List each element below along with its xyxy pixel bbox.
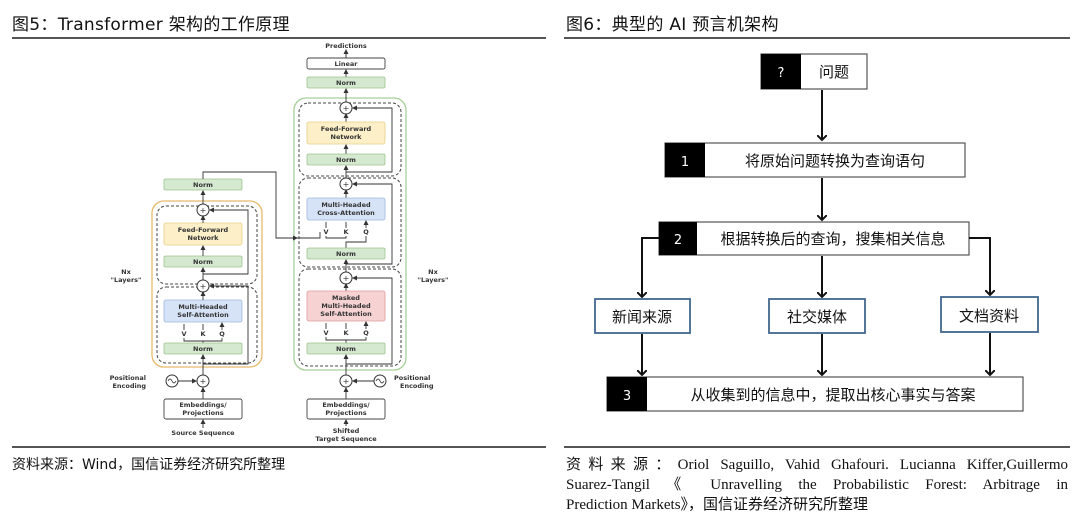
- masked-label-3: Self-Attention: [320, 310, 372, 318]
- decoder-embeddings-label-2: Projections: [325, 409, 366, 417]
- step3-box: 3 从收集到的信息中，提取出核心事实与答案: [606, 376, 1024, 412]
- source-docs-label: 文档资料: [959, 307, 1019, 325]
- transformer-diagram: Norm + Feed-Forward Network Norm + Multi…: [110, 42, 449, 443]
- step2-number: 2: [674, 233, 682, 248]
- source-sequence-label: Source Sequence: [171, 429, 235, 437]
- source-news-label: 新闻来源: [612, 308, 672, 326]
- cross-attn-label-1: Multi-Headed: [321, 201, 371, 209]
- question-label: 问题: [819, 63, 849, 81]
- decoder-embeddings-label-1: Embeddings/: [322, 401, 370, 409]
- cross-k-label: K: [343, 228, 349, 236]
- decoder-self-sublayer: [298, 268, 402, 367]
- cross-v-label: V: [323, 228, 328, 236]
- predictions-label: Predictions: [325, 42, 367, 50]
- decoder-stack-box: [293, 97, 407, 371]
- encoder-embeddings-label-2: Projections: [182, 409, 223, 417]
- figure5-top-rule: [12, 37, 546, 39]
- decoder-ffn-label-2: Network: [331, 133, 363, 141]
- masked-q-label: Q: [363, 329, 369, 337]
- encoder-embeddings-label-1: Embeddings/: [179, 401, 227, 409]
- decoder-ffn-norm-label: Norm: [336, 156, 356, 164]
- figure6-source: 资料来源：Oriol Saguillo, Vahid Ghafouri. Luc…: [566, 455, 1068, 515]
- encoder-attn-norm-label: Norm: [193, 345, 213, 353]
- encoder-positional-label-2: Encoding: [112, 382, 146, 390]
- figure5-bottom-rule: [12, 446, 546, 448]
- source-social-label: 社交媒体: [787, 308, 847, 326]
- plus-sign: +: [343, 104, 350, 113]
- plus-sign: +: [200, 206, 207, 215]
- encoder-k-label: K: [200, 330, 206, 338]
- encoder-stack-box: [151, 200, 263, 368]
- plus-sign: +: [200, 282, 207, 291]
- figure6-source-line2: Suarez-Tangil 《 Unravelling the Probabil…: [566, 477, 1068, 493]
- step1-label: 将原始问题转换为查询语句: [745, 152, 925, 170]
- shifted-label: Shifted: [333, 427, 360, 435]
- figure6-title: 图6：典型的 AI 预言机架构: [566, 15, 779, 35]
- decoder-cross-sublayer: [298, 177, 402, 268]
- target-sequence-label: Target Sequence: [315, 435, 377, 443]
- linear-label: Linear: [335, 60, 359, 68]
- masked-k-label: K: [343, 329, 349, 337]
- step1-box: 1 将原始问题转换为查询语句: [664, 142, 966, 178]
- decoder-ffn-label-1: Feed-Forward: [321, 125, 372, 133]
- figure6-bottom-rule: [564, 446, 1070, 448]
- encoder-q-label: Q: [219, 330, 225, 338]
- encoder-attn-label-2: Self-Attention: [177, 311, 229, 319]
- encoder-positional-label-1: Positional: [110, 374, 146, 382]
- figure5-source: 资料来源：Wind，国信证券经济研究所整理: [12, 457, 286, 473]
- decoder-layers-label: "Layers": [418, 276, 449, 284]
- cross-attn-label-2: Cross-Attention: [317, 209, 375, 217]
- step1-number: 1: [681, 155, 689, 170]
- decoder-positional-label-2: Encoding: [400, 382, 434, 390]
- figure5-title: 图5：Transformer 架构的工作原理: [12, 15, 290, 35]
- decoder-positional-label-1: Positional: [394, 374, 430, 382]
- source-docs-box: 文档资料: [940, 296, 1039, 333]
- decoder-final-norm-label: Norm: [336, 79, 356, 87]
- masked-v-label: V: [323, 329, 328, 337]
- masked-label-2: Multi-Headed: [321, 302, 371, 310]
- step2-box: 2 根据转换后的查询，搜集相关信息: [658, 221, 970, 256]
- plus-sign: +: [200, 377, 207, 386]
- step2-label: 根据转换后的查询，搜集相关信息: [720, 230, 945, 248]
- decoder-self-norm-label: Norm: [336, 345, 356, 353]
- figure6-source-line1: 资料来源：Oriol Saguillo, Vahid Ghafouri. Luc…: [566, 457, 1068, 473]
- question-box: ? 问题: [760, 53, 868, 90]
- decoder-cross-norm-label: Norm: [336, 250, 356, 258]
- decoder-cross-attention: [306, 197, 386, 221]
- plus-sign: +: [343, 180, 350, 189]
- decoder-masked-self-attention: [306, 290, 386, 322]
- plus-sign: +: [343, 377, 350, 386]
- encoder-nx-label: Nx: [121, 268, 131, 276]
- encoder-v-label: V: [181, 330, 186, 338]
- encoder-layers-label: "Layers": [111, 276, 142, 284]
- step3-number: 3: [623, 389, 631, 404]
- cross-q-label: Q: [363, 228, 369, 236]
- encoder-ffn-label-1: Feed-Forward: [178, 226, 229, 234]
- plus-sign: +: [343, 274, 350, 283]
- source-news-box: 新闻来源: [594, 298, 691, 334]
- encoder-attn-label-1: Multi-Headed: [178, 303, 228, 311]
- figure6-source-line3: Prediction Markets》，国信证券经济研究所整理: [566, 497, 869, 513]
- encoder-final-norm-label: Norm: [193, 181, 213, 189]
- ai-oracle-flowchart: ? 问题 1 将原始问题转换为查询语句 2 根据转换后的查询，搜集相关信息 新闻…: [594, 53, 1039, 412]
- decoder-nx-label: Nx: [428, 268, 438, 276]
- source-social-box: 社交媒体: [768, 298, 866, 334]
- masked-label-1: Masked: [332, 294, 360, 302]
- encoder-ffn-label-2: Network: [188, 234, 220, 242]
- figure6-top-rule: [564, 37, 1070, 39]
- step3-label: 从收集到的信息中，提取出核心事实与答案: [690, 386, 975, 404]
- question-marker: ?: [778, 66, 785, 81]
- encoder-ffn-norm-label: Norm: [193, 258, 213, 266]
